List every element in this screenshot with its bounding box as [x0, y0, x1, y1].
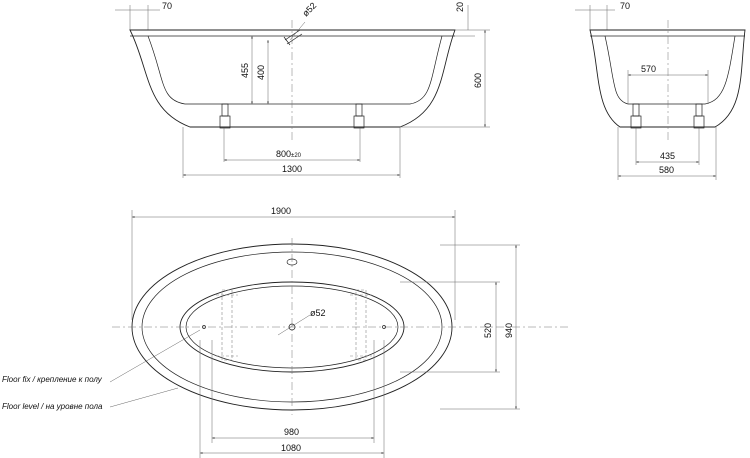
dim-side-570: 570 [641, 64, 656, 74]
dim-front-1300: 1300 [282, 164, 302, 174]
front-leg-right [353, 103, 365, 129]
dim-front-400: 400 [256, 65, 266, 80]
dim-front-20: 20 [455, 2, 465, 12]
plan-drain-icon [277, 314, 311, 336]
dim-side-580: 580 [659, 165, 674, 175]
dim-front-600: 600 [473, 73, 483, 88]
dim-front-70: 70 [162, 1, 172, 11]
dim-side-70: 70 [620, 1, 630, 11]
dim-front-800: 800±20 [276, 149, 302, 159]
front-drain-icon [283, 29, 303, 46]
dim-front-455: 455 [240, 63, 250, 78]
side-tub-outline [589, 29, 746, 128]
dim-plan-drain: ø52 [310, 308, 326, 318]
dim-plan-520: 520 [483, 323, 493, 338]
side-view [575, 5, 746, 180]
dim-plan-940: 940 [504, 323, 514, 338]
dim-plan-980: 980 [284, 427, 299, 437]
dim-front-800-tolerance: ±20 [291, 153, 302, 159]
front-tub-outline [129, 29, 456, 128]
front-leg-left [219, 103, 231, 129]
dim-plan-1900: 1900 [271, 206, 291, 216]
dim-side-435: 435 [660, 151, 675, 161]
front-view [115, 5, 490, 178]
dim-plan-1080: 1080 [281, 443, 301, 453]
plan-view [109, 210, 570, 458]
note-floor-level: Floor level / на уровне пола [2, 402, 103, 411]
plan-overflow-icon [286, 258, 298, 266]
dim-front-drain: ø52 [300, 0, 318, 18]
dim-front-800-value: 800 [276, 149, 291, 159]
note-floor-fix: Floor fix / крепление к полу [2, 375, 103, 384]
